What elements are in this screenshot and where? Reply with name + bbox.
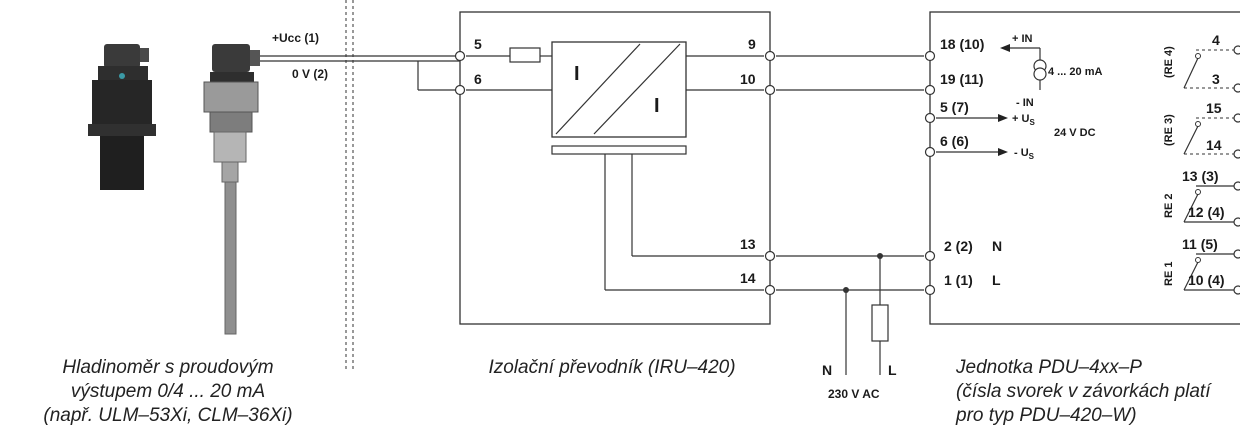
ucc-label: +Ucc (1) [272,31,319,45]
relay-re1: RE 1 11 (5) 10 (4) [1163,236,1240,295]
relay-re2-bottom: 12 (4) [1188,204,1225,220]
relay-re1-bottom: 10 (4) [1188,272,1225,288]
in-plus-arrow-icon [1000,44,1010,52]
unit-terminal-5 [924,112,936,124]
terminal-14-label: 14 [740,270,756,286]
relay-re4: (RE 4) 4 3 [1163,32,1240,93]
unit-terminal-18 [924,50,936,62]
terminal-5-label: 5 [474,36,482,52]
converter-terminal-6 [454,84,466,96]
relay-re2-top: 13 (3) [1182,168,1219,184]
terminal-10-label: 10 [740,71,756,87]
in-plus-label: + IN [1012,33,1033,45]
relay-re2: RE 2 13 (3) 12 (4) [1163,168,1240,227]
mains-n-label: N [822,362,832,378]
mains-l-label: L [888,362,897,378]
power-supply-bar [551,145,687,155]
converter-terminal-5 [454,50,466,62]
us-minus-label: - US [1014,147,1035,161]
relay-re2-label: RE 2 [1163,194,1175,218]
unit-terminal-n-label: N [992,238,1002,254]
in-minus-label: - IN [1016,97,1034,109]
relay-re4-top: 4 [1212,32,1220,48]
terminal-9-label: 9 [748,36,756,52]
terminal-13-label: 13 [740,236,756,252]
fuse-symbol [871,304,889,342]
supply-label: 24 V DC [1054,127,1096,139]
relay-re1-label: RE 1 [1163,262,1175,286]
mains-voltage-label: 230 V AC [828,387,880,401]
unit-terminal-6 [924,146,936,158]
unit-terminal-1-label: 1 (1) [944,272,973,288]
relay-re3: (RE 3) 15 14 [1163,100,1240,159]
isolation-out-label: I [654,95,660,117]
level-sensor-ulm [88,44,156,190]
terminal-6-label: 6 [474,71,482,87]
converter-terminal-9 [764,50,776,62]
isolation-block [551,41,687,138]
unit-terminal-2-label: 2 (2) [944,238,973,254]
unit-caption-line2: (čísla svorek v závorkách platí [956,381,1212,402]
converter-terminal-13 [764,250,776,262]
unit-terminal-18-label: 18 (10) [940,36,984,52]
level-sensor-clm [203,44,260,335]
unit-terminal-6-label: 6 (6) [940,133,969,149]
sensor-caption-line3: (např. ULM–53Xi, CLM–36Xi) [43,405,292,426]
unit-terminal-19 [924,84,936,96]
sensor-caption-line2: výstupem 0/4 ... 20 mA [71,381,265,402]
us-minus-arrow-icon [998,148,1008,156]
sensor-caption-line1: Hladinoměr s proudovým [62,357,273,378]
current-range-label: 4 ... 20 mA [1048,66,1102,78]
relay-re4-label: (RE 4) [1163,46,1175,78]
us-plus-label: + US [1012,113,1035,127]
isolation-in-label: I [574,63,580,85]
unit-caption-line1: Jednotka PDU–4xx–P [955,357,1142,378]
unit-terminal-19-label: 19 (11) [940,71,984,87]
unit-terminal-l-label: L [992,272,1001,288]
unit-terminal-2 [924,250,936,262]
unit-terminal-5-label: 5 (7) [940,99,969,115]
unit-caption-line3: pro typ PDU–420–W) [955,405,1137,426]
relay-re3-label: (RE 3) [1163,114,1175,146]
us-plus-arrow-icon [998,114,1008,122]
resistor-symbol [509,47,541,63]
converter-box [459,11,771,325]
relay-re4-bottom: 3 [1212,71,1220,87]
relay-re3-bottom: 14 [1206,137,1222,153]
converter-terminal-14 [764,284,776,296]
zero-volt-label: 0 V (2) [292,67,328,81]
relay-re1-top: 11 (5) [1182,236,1218,252]
unit-box [929,11,1240,325]
unit-terminal-1 [924,284,936,296]
converter-caption: Izolační převodník (IRU–420) [488,357,735,378]
relay-re3-top: 15 [1206,100,1222,116]
converter-terminal-10 [764,84,776,96]
